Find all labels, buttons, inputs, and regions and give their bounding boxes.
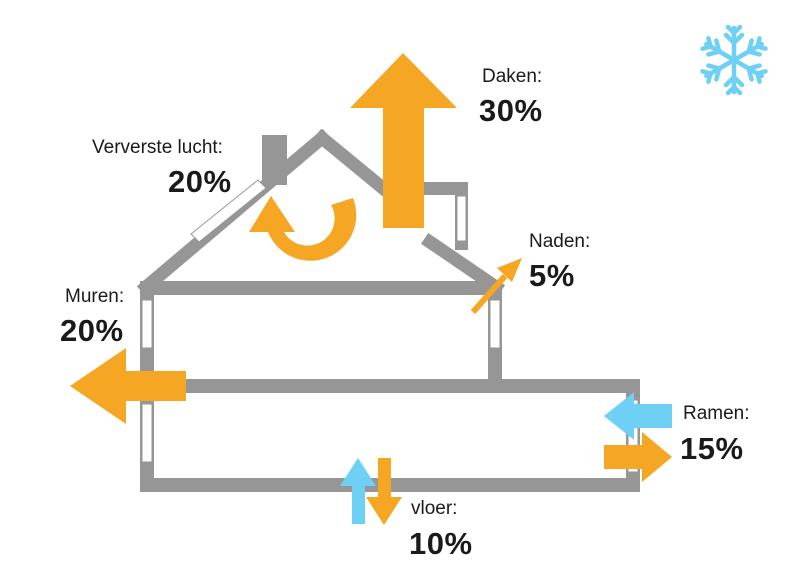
floor-cold-arrow — [340, 458, 376, 524]
roofs-label: Daken: — [482, 66, 543, 87]
dormer-window — [456, 195, 467, 242]
fresh-air-percentage: 20% — [168, 164, 232, 199]
fresh-air-label: Ververste lucht: — [92, 137, 223, 158]
seams-heat-arrow-shaft — [470, 274, 508, 314]
wall-heat-arrow — [70, 348, 186, 424]
floor-label: vloer: — [411, 498, 458, 519]
walls-label: Muren: — [65, 286, 125, 307]
seams-heat-arrow-head — [497, 258, 522, 282]
walls-percentage: 20% — [60, 313, 124, 348]
left-upper-window — [141, 299, 153, 349]
middle-floor — [140, 379, 638, 393]
roof-window — [190, 179, 267, 243]
roofs-percentage: 30% — [479, 93, 543, 128]
window-cold-arrow — [604, 392, 672, 440]
attic-floor — [140, 281, 502, 295]
windows-percentage: 15% — [680, 431, 744, 466]
cold-air-arrows — [340, 392, 672, 524]
snowflake-icon — [701, 24, 766, 93]
heat-loss-arrows — [70, 53, 672, 525]
seams-label: Naden: — [529, 231, 591, 252]
floor-heat-arrow — [366, 458, 402, 525]
windows-label: Ramen: — [683, 403, 750, 424]
seams-percentage: 5% — [529, 258, 575, 293]
window-heat-arrow — [604, 432, 672, 482]
left-lower-window — [141, 403, 153, 463]
roof-heat-arrow — [350, 53, 457, 228]
fresh-air-rotation-arrow — [249, 196, 357, 261]
floor-percentage: 10% — [409, 526, 473, 561]
right-upper-window — [489, 299, 501, 349]
roof — [136, 128, 506, 297]
